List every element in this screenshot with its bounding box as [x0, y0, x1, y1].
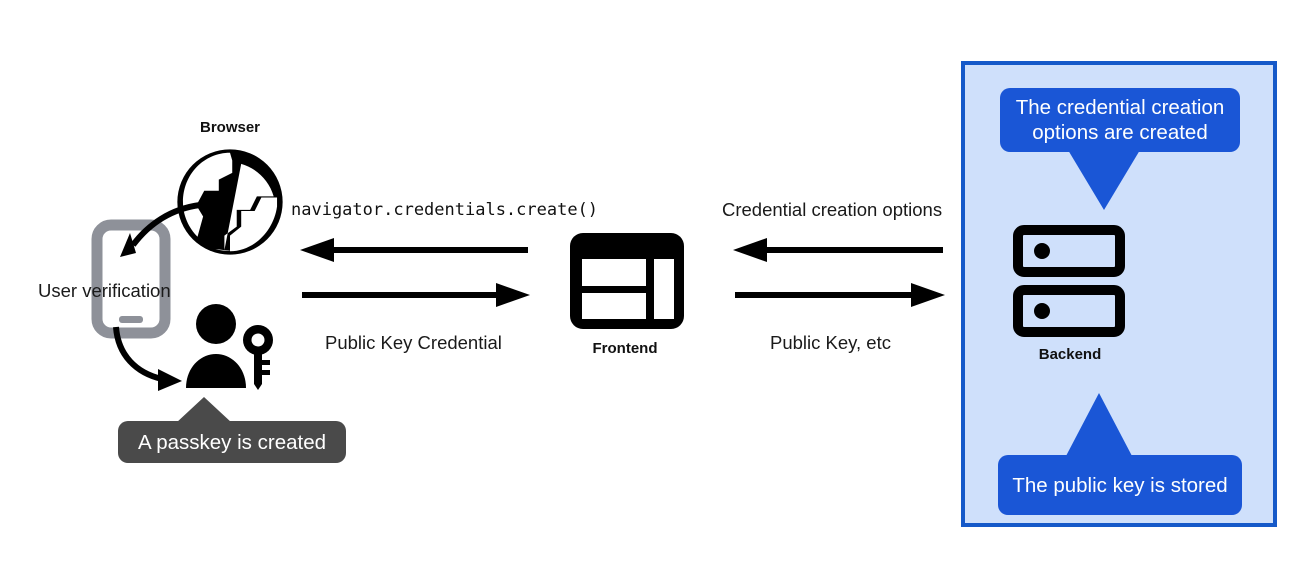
callout-text: The public key is stored	[1012, 473, 1227, 498]
callout-text-line1: The public key is	[1012, 473, 1165, 497]
callout-tail	[1068, 150, 1140, 210]
arrow-frontend-to-browser	[300, 238, 530, 262]
frontend-node-label: Frontend	[592, 340, 658, 357]
callout-credential-creation-options: The credential creation options are crea…	[1000, 88, 1240, 210]
arrow-frontend-to-backend	[733, 283, 945, 307]
callout-tail	[1066, 393, 1132, 456]
globe-icon	[174, 146, 286, 258]
smartphone-icon	[91, 219, 171, 339]
arrow-browser-to-frontend	[300, 283, 530, 307]
callout-bubble: The public key is stored	[998, 455, 1242, 515]
callout-text: The credential creation options are crea…	[1015, 96, 1225, 144]
browser-node-label: Browser	[199, 119, 261, 136]
arrow-phone-to-person	[108, 325, 218, 400]
callout-text: A passkey is created	[137, 430, 326, 454]
callout-bubble: The credential creation options are crea…	[1000, 88, 1240, 152]
callout-passkey-created: A passkey is created	[118, 397, 346, 463]
callout-bubble: A passkey is created	[118, 421, 346, 463]
server-stack-icon	[1013, 225, 1125, 338]
flow-label-credential-creation-options: Credential creation options	[722, 199, 943, 220]
flow-label-public-key-etc: Public Key, etc	[770, 332, 891, 353]
person-with-key-icon	[182, 302, 278, 390]
web-layout-icon	[568, 231, 686, 331]
arrow-browser-to-phone	[100, 195, 210, 270]
callout-public-key-stored: The public key is stored	[998, 393, 1242, 515]
callout-text-line2: stored	[1170, 473, 1228, 497]
callout-tail	[176, 397, 232, 423]
flow-label-public-key-credential: Public Key Credential	[325, 332, 502, 353]
user-verification-label: User verification	[38, 280, 171, 301]
backend-node-label: Backend	[1038, 346, 1102, 363]
flow-label-navigator-create: navigator.credentials.create()	[291, 200, 599, 220]
arrow-backend-to-frontend	[733, 238, 945, 262]
